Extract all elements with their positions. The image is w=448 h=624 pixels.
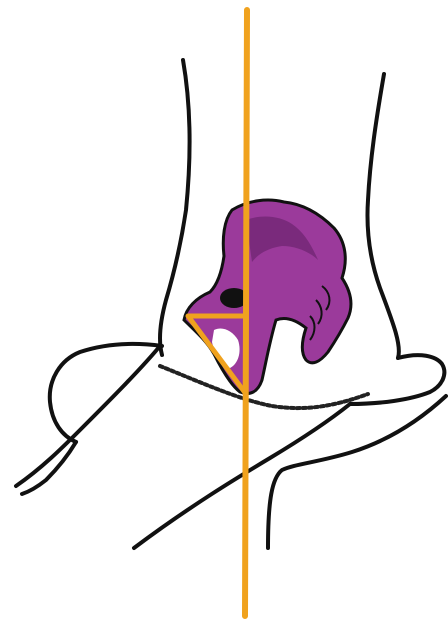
left-knee-outline	[50, 344, 162, 442]
vertical-reference-line	[245, 10, 247, 616]
pelvis-bone	[184, 200, 351, 393]
right-calf-line	[268, 396, 446, 548]
left-leg-upper-line	[16, 346, 160, 486]
right-torso-line	[368, 74, 399, 358]
right-thigh-line	[134, 404, 350, 548]
left-leg-lower-line	[22, 442, 76, 494]
left-torso-line	[160, 60, 190, 355]
